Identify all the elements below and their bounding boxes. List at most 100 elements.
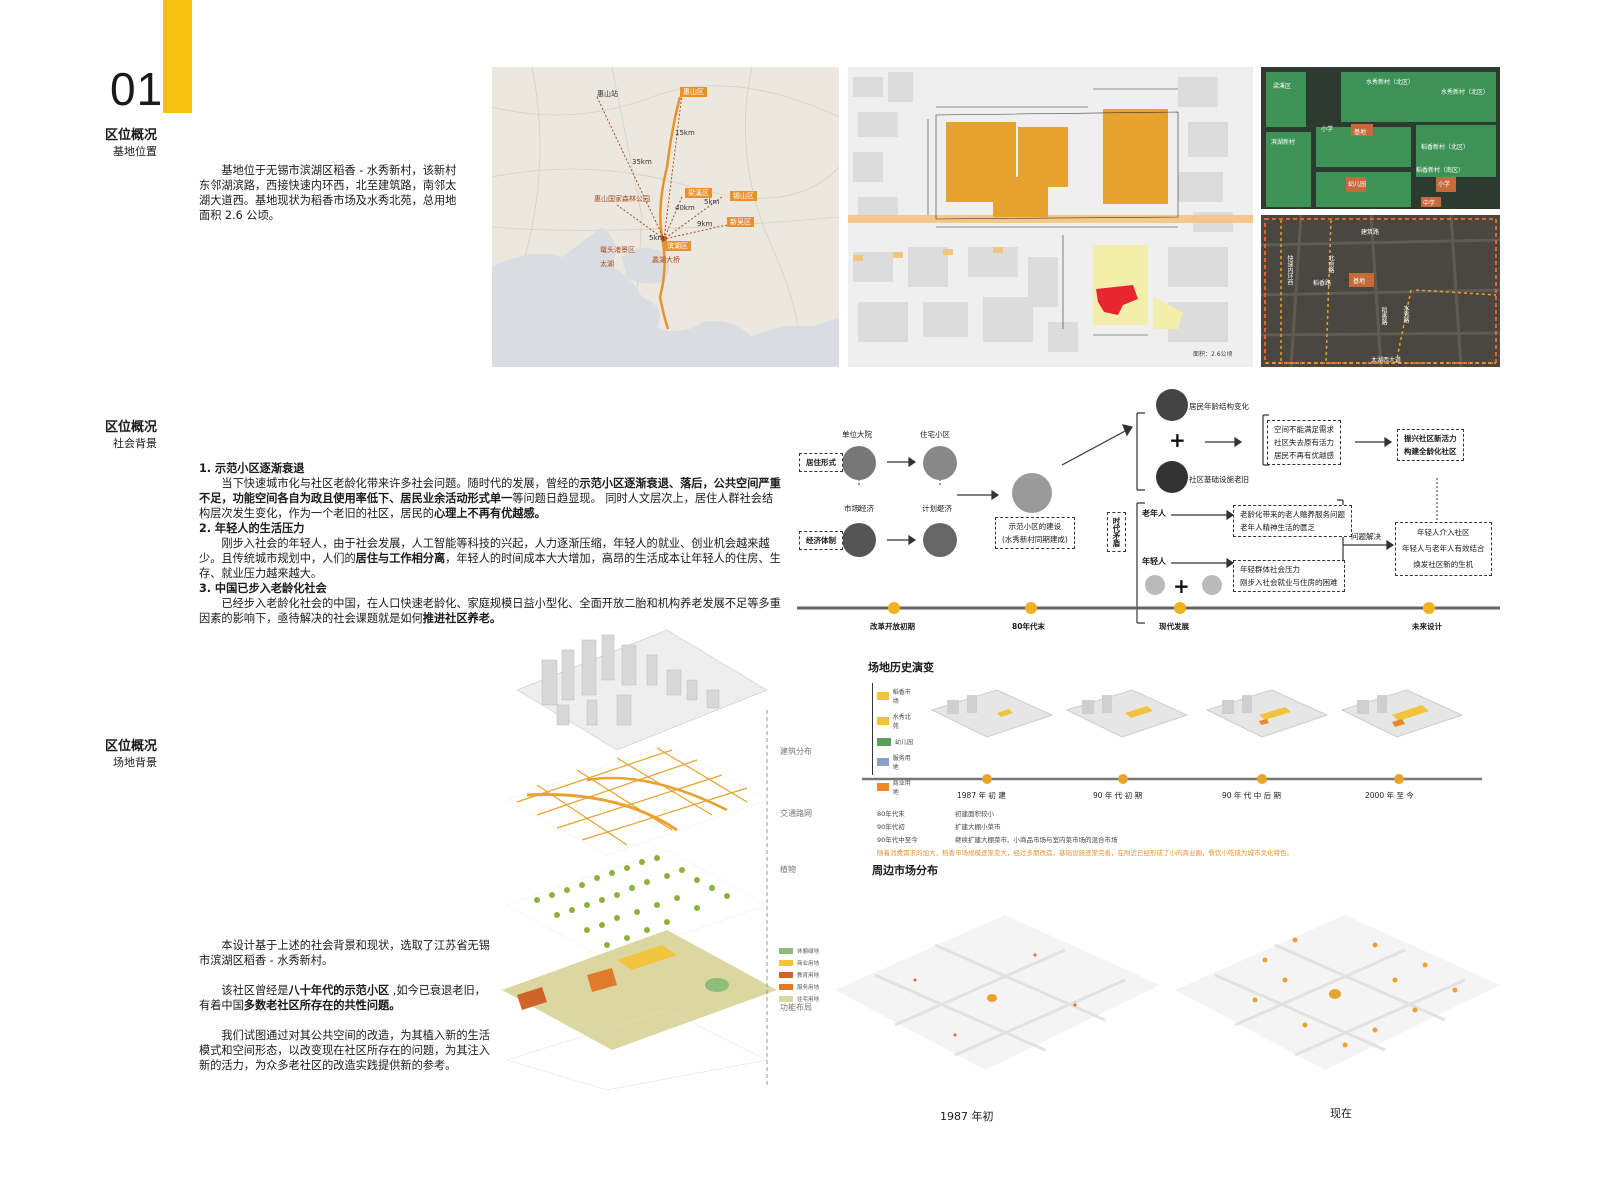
history-legend: 稻香市场 水秀北苑 幼儿园 服务用地 商业用地 [872, 683, 913, 796]
youth-icon [1145, 575, 1165, 595]
section-number: 01 [110, 63, 164, 115]
land-use-label: 水秀新村（北区） [1441, 89, 1490, 96]
planned-photo [923, 523, 957, 557]
history-highlight: 随着消费需求的加大，稻香市场规模逐渐变大，经过多期改造，基础设施逐渐完善，在附近… [877, 849, 1293, 857]
site-marker [1351, 124, 1373, 136]
road-label: 太湖西大道 [1371, 357, 1402, 364]
history-era-label: 1987 年 初 建 [957, 791, 1006, 800]
distance-label: 35km [632, 158, 652, 166]
svg-text:+: + [1169, 428, 1186, 452]
market-maps-graphic [835, 915, 1500, 1070]
tag-era-conflict: 时代矛盾 [1107, 512, 1126, 552]
map-label: 蠡湖大桥 [652, 256, 680, 264]
market-map-present [1175, 915, 1500, 1070]
history-node [1394, 774, 1404, 784]
land-use-label: 幼儿园 [1348, 181, 1367, 188]
land-use-graphic [1266, 72, 1496, 207]
flow-connectors: + + [797, 389, 1500, 624]
land-use-label: 水秀新村（北区） [1366, 79, 1415, 86]
history-model-1987 [930, 689, 1054, 738]
history-era-label: 90 年 代 初 期 [1093, 791, 1143, 800]
vegetation-layer [534, 855, 730, 948]
site-marker [1349, 273, 1374, 287]
social-paragraph-2: 刚步入社会的年轻人，由于社会发展，人工智能等科技的兴起，人力逐渐压缩，年轻人的就… [199, 537, 781, 580]
site-area-label: 面积：2.6公顷 [1193, 351, 1233, 358]
timeline-label: 现代发展 [1159, 622, 1189, 631]
distance-label: 5km [649, 234, 665, 242]
land-use-label: 基地 [1354, 129, 1367, 136]
residential-area [1093, 245, 1148, 325]
tag-economy: 经济体制 [799, 531, 843, 550]
land-use-label: 稻香新村（北区） [1421, 144, 1470, 151]
history-title: 场地历史演变 [868, 661, 934, 674]
section-title: 区位概况 [105, 420, 158, 435]
road-network-aerial: 建筑路 北京路 快速内环西 基地 稻香路 水秀路 稻香路 太湖西大道 [1261, 215, 1500, 367]
road-band [848, 215, 1253, 223]
youth-problems-box: 年轻群体社会压力刚步入社会就业与住房的困难 [1233, 560, 1345, 592]
distance-label: 15km [675, 129, 695, 137]
map-label: 惠山国家森林公园 [594, 195, 650, 203]
market-label-present: 现在 [1330, 1107, 1352, 1120]
site-paragraph-1: 本设计基于上述的社会背景和现状，选取了江苏省无锡市滨湖区稻香 - 水秀新村。 [199, 939, 490, 967]
distance-label: 5km [704, 198, 720, 206]
timeline-node [1174, 602, 1186, 614]
history-era-label: 90 年 代 中 后 期 [1222, 791, 1281, 800]
map-label: 鼋头渚景区 [600, 246, 635, 254]
road-label: 水秀路 [1402, 305, 1409, 323]
social-background-text: 1. 示范小区逐渐衰退 当下快速城市化与社区老龄化带来许多社会问题。随时代的发展… [199, 461, 783, 626]
site-plan-map: 面积：2.6公顷 [848, 67, 1253, 367]
section-subtitle: 社会背景 [113, 437, 157, 450]
road-label: 北京路 [1327, 255, 1334, 273]
history-model-late-90s [1205, 689, 1329, 738]
timeline-node [1025, 602, 1037, 614]
timeline-label: 80年代末 [1012, 622, 1045, 631]
function-layer [502, 930, 777, 1050]
land-use-label: 小学 [1438, 181, 1451, 188]
site-paragraph-2: 该社区曾经是八十年代的示范小区 ,如今已衰退老旧，有着中国多数老社区所存在的共性… [199, 984, 486, 1012]
regional-location-map: 惠山站 惠山区 锡山区 梁溪区 新吴区 惠山国家森林公园 滨湖区 鼋头渚景区 太… [492, 67, 839, 367]
social-paragraph-1: 当下快速城市化与社区老龄化带来许多社会问题。随时代的发展，曾经的示范小区逐渐衰退… [199, 477, 781, 520]
distance-label: 9km [697, 220, 713, 228]
social-heading-3: 3. 中国已步入老龄化社会 [199, 582, 327, 595]
market-economy-label: 市场经济 [844, 504, 874, 513]
distance-label: 40km [675, 204, 695, 212]
location-text: 基地位于无锡市滨湖区稻香 - 水秀新村，该新村东邻湖滨路，西接快速内环西，北至建… [199, 164, 457, 222]
lihu-lake-shape [622, 248, 670, 284]
history-graphic [862, 689, 1482, 784]
timeline-label: 未来设计 [1412, 622, 1442, 631]
road-label: 基地 [1353, 278, 1366, 285]
history-node [1257, 774, 1267, 784]
unit-compound-photo [842, 446, 876, 480]
history-model-early-90s [1065, 689, 1189, 738]
history-model-2000s [1340, 689, 1464, 738]
regional-map-graphic [492, 67, 839, 367]
axon-graphic [502, 629, 793, 1091]
social-heading-2: 2. 年轻人的生活压力 [199, 522, 305, 535]
solution-box: 年轻人介入社区年轻人与老年人有效结合焕发社区新的生机 [1395, 522, 1492, 576]
market-title: 周边市场分布 [872, 864, 938, 877]
elderly-problems-box: 老龄化带来的老人赡养服务问题老年人精神生活的匮乏 [1233, 505, 1352, 537]
road-label: 稻香路 [1313, 280, 1332, 287]
market-buildings [946, 109, 1168, 217]
history-node [982, 774, 992, 784]
land-use-label: 梁溪区 [1273, 83, 1292, 90]
map-label: 太湖 [600, 260, 614, 268]
layer-label: 建筑分布 [780, 747, 812, 756]
market-label-1987: 1987 年初 [940, 1110, 994, 1123]
land-use-label: 稻香新村（南区） [1416, 167, 1465, 174]
youth-label: 年轻人 [1142, 557, 1166, 566]
map-label: 新吴区 [727, 217, 754, 227]
market-dot [1329, 989, 1341, 999]
roadside-buildings [853, 247, 1003, 261]
elder-icon [1202, 575, 1222, 595]
unit-compound-label: 单位大院 [842, 430, 872, 439]
section-title: 区位概况 [105, 128, 158, 143]
elderly-label: 老年人 [1142, 509, 1166, 518]
site-background-text: 本设计基于上述的社会背景和现状，选取了江苏省无锡市滨湖区稻香 - 水秀新村。 该… [199, 938, 492, 1073]
residential-photo [923, 446, 957, 480]
land-use-aerial: 梁溪区 小学 基地 水秀新村（北区） 滨湖新村 水秀新村（北区） 稻香新村（北区… [1261, 67, 1500, 209]
site-history-panel: 场地历史演变 稻香市场 水秀北苑 幼儿园 服务用地 商业用地 [857, 655, 1497, 870]
elderly-photo [1156, 389, 1188, 421]
demo-community-photo [1012, 473, 1052, 513]
road-network-graphic [1261, 215, 1500, 367]
